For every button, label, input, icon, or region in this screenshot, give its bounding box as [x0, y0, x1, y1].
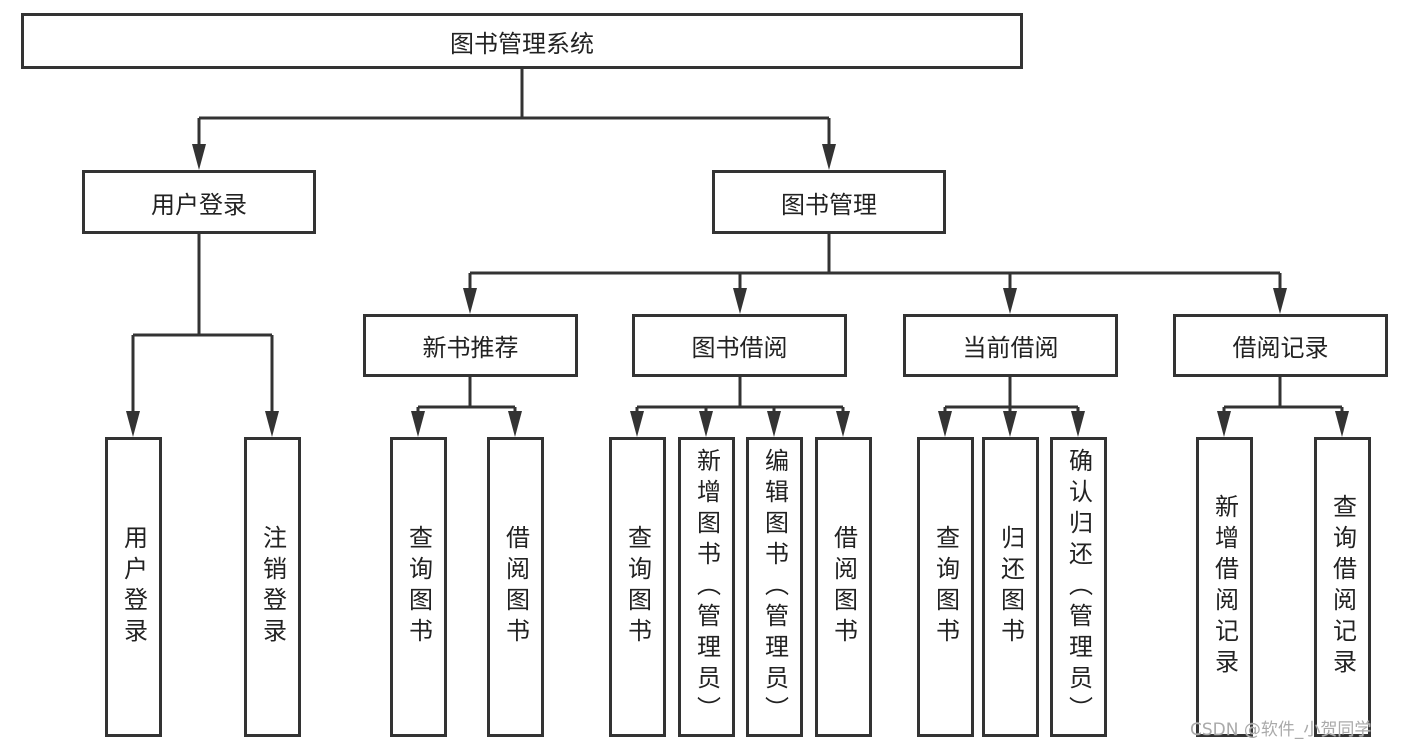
leaf-edit-book: 编辑图书（管理员）	[746, 437, 803, 737]
node-user-login: 用户登录	[82, 170, 316, 234]
leaf-return-book: 归还图书	[982, 437, 1039, 737]
leaf-query-record: 查询借阅记录	[1314, 437, 1371, 737]
arrowhead	[699, 411, 713, 437]
node-current-borrow: 当前借阅	[903, 314, 1118, 377]
arrowhead	[630, 411, 644, 437]
arrowhead	[126, 411, 140, 437]
leaf-label: 借阅图书	[829, 525, 858, 649]
leaf-label: 确认归还（管理员）	[1064, 447, 1093, 727]
node-book-management: 图书管理	[712, 170, 946, 234]
arrowhead	[1003, 411, 1017, 437]
leaf-add-book: 新增图书（管理员）	[678, 437, 735, 737]
leaf-label: 查询图书	[931, 525, 960, 649]
leaf-borrow-query: 查询图书	[609, 437, 666, 737]
node-label: 借阅记录	[1232, 334, 1329, 362]
node-label: 图书借阅	[691, 334, 788, 362]
node-new-books: 新书推荐	[363, 314, 578, 377]
leaf-label: 查询图书	[623, 525, 652, 649]
arrowhead	[836, 411, 850, 437]
leaf-new-query: 查询图书	[390, 437, 447, 737]
arrowhead	[463, 288, 477, 314]
arrowhead	[1003, 288, 1017, 314]
leaf-label: 编辑图书（管理员）	[760, 447, 789, 727]
leaf-new-borrow: 借阅图书	[487, 437, 544, 737]
root-label: 图书管理系统	[450, 29, 594, 58]
arrowhead	[733, 288, 747, 314]
arrowhead	[1335, 411, 1349, 437]
arrowhead	[508, 411, 522, 437]
leaf-current-query: 查询图书	[917, 437, 974, 737]
arrowhead	[265, 411, 279, 437]
arrowhead	[938, 411, 952, 437]
node-label: 用户登录	[151, 190, 247, 219]
node-label: 图书管理	[781, 190, 877, 219]
node-label: 当前借阅	[962, 334, 1059, 362]
leaf-confirm-return: 确认归还（管理员）	[1050, 437, 1107, 737]
arrowhead	[767, 411, 781, 437]
leaf-label: 新增图书（管理员）	[692, 447, 721, 727]
leaf-label: 查询借阅记录	[1328, 494, 1357, 680]
arrowhead	[411, 411, 425, 437]
leaf-label: 借阅图书	[501, 525, 530, 649]
leaf-label: 归还图书	[996, 525, 1025, 649]
watermark: CSDN @软件_小贺同学	[1190, 720, 1372, 740]
arrowhead	[1273, 288, 1287, 314]
leaf-label: 用户登录	[119, 525, 148, 649]
node-label: 新书推荐	[422, 334, 519, 362]
arrowhead	[192, 144, 206, 170]
leaf-label: 注销登录	[258, 525, 287, 649]
leaf-borrow-book: 借阅图书	[815, 437, 872, 737]
leaf-label: 查询图书	[404, 525, 433, 649]
leaf-user-login: 用户登录	[105, 437, 162, 737]
arrowhead	[1217, 411, 1231, 437]
node-borrow-records: 借阅记录	[1173, 314, 1388, 377]
node-book-borrow: 图书借阅	[632, 314, 847, 377]
root-node: 图书管理系统	[21, 13, 1023, 69]
leaf-logout: 注销登录	[244, 437, 301, 737]
arrowhead	[822, 144, 836, 170]
leaf-add-record: 新增借阅记录	[1196, 437, 1253, 737]
leaf-label: 新增借阅记录	[1210, 494, 1239, 680]
arrowhead	[1071, 411, 1085, 437]
